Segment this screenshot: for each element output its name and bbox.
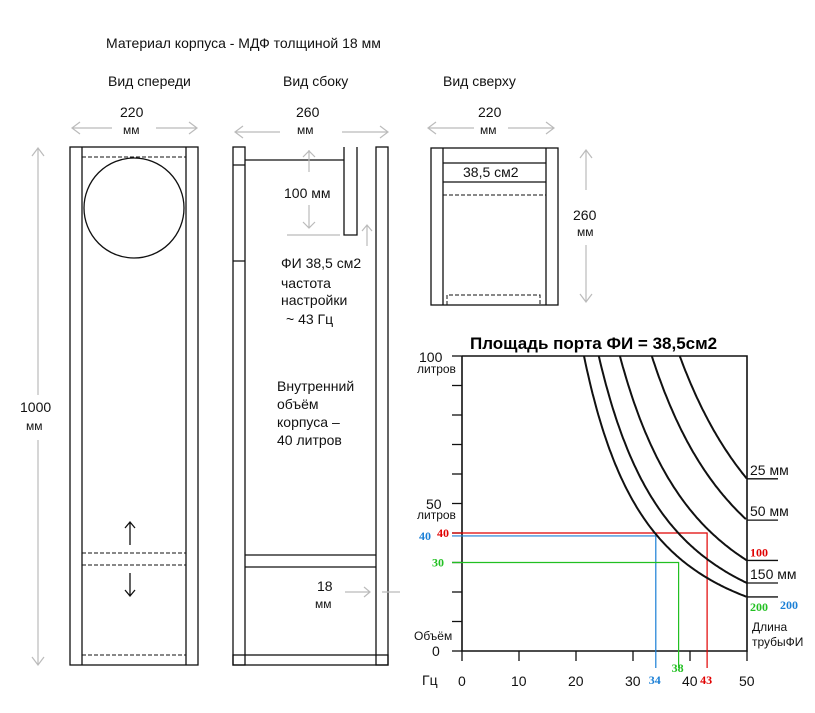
freq-marker-label: 38 (672, 661, 684, 675)
curve-3 (597, 355, 748, 584)
front-side-walls (81, 147, 187, 665)
depth-arrow-icon (234, 125, 389, 139)
front-height-unit: мм (26, 419, 43, 433)
back-wall (375, 146, 389, 666)
top-depth-label: 260 (573, 207, 597, 223)
guide-line (452, 561, 680, 668)
y-label-mid-unit: литров (417, 508, 456, 522)
side-view-title: Вид сбоку (283, 73, 348, 89)
volume-marker-label: 40 (419, 529, 431, 543)
curve-label: 100 (750, 545, 768, 559)
top-hidden-lines (443, 194, 546, 305)
curve-label: 200 (750, 600, 768, 614)
port-length-arrow-icon (287, 150, 373, 246)
volume-note: объём (277, 396, 319, 412)
width-arrow-icon (71, 121, 198, 135)
port-area-label: 38,5 см2 (463, 164, 519, 180)
top-inner-lines (442, 148, 547, 305)
chart-axes (461, 355, 748, 652)
freq-marker-label: 34 (649, 673, 661, 687)
top-width-unit: мм (480, 123, 497, 137)
port-note: ФИ 38,5 см2 (281, 255, 361, 271)
top-outline (430, 147, 559, 306)
side-view: Вид сбоку 260 мм 100 мм ФИ 38,5 см2 част… (232, 73, 400, 666)
port-note: настройки (281, 292, 347, 308)
y-axis-title: Объём (414, 629, 452, 643)
front-width-unit: мм (123, 123, 140, 137)
x-tick-label: 40 (682, 673, 698, 689)
top-width-arrow-icon (427, 121, 555, 135)
x-tick-label: 50 (739, 673, 755, 689)
front-height-label: 1000 (20, 399, 51, 415)
bottom-panel (232, 654, 389, 666)
port-note: ~ 43 Гц (286, 311, 333, 327)
chart-title: Площадь порта ФИ = 38,5см2 (470, 334, 717, 353)
curve-2 (618, 355, 748, 562)
front-view: Вид спереди 220 мм 1000 мм (20, 73, 199, 666)
thickness-label: 18 (317, 578, 333, 594)
y-label-top-unit: литров (417, 362, 456, 376)
curve-4 (583, 355, 747, 598)
thickness-arrow-icon (345, 586, 400, 598)
top-depth-unit: мм (577, 225, 594, 239)
legend-title: Длина (752, 620, 787, 634)
curve-label: 50 мм (750, 503, 789, 519)
x-tick-label: 10 (511, 673, 527, 689)
freq-marker-label: 43 (700, 673, 712, 687)
legend-title: трубыФИ (752, 635, 803, 649)
port-length-label: 100 мм (284, 185, 331, 201)
port-chart: Площадь порта ФИ = 38,5см2 100 литров 50… (414, 334, 803, 689)
curve-label-blue: 200 (780, 598, 798, 612)
port-and-shelf (245, 147, 376, 568)
curve-0 (678, 355, 748, 480)
height-arrow-icon (31, 147, 45, 666)
x-tick-label: 30 (625, 673, 641, 689)
volume-note: Внутренний (277, 378, 354, 394)
side-depth-unit: мм (297, 123, 314, 137)
volume-marker-label: 30 (432, 556, 444, 570)
guide-line (452, 535, 657, 668)
y-label-top: 100 (419, 349, 443, 365)
x-tick-label: 20 (568, 673, 584, 689)
speaker-circle (83, 157, 185, 259)
y-label-mid: 50 (426, 496, 442, 512)
guide-line (452, 532, 708, 668)
side-depth-label: 260 (296, 104, 320, 120)
x-axis-title: Гц (422, 672, 438, 688)
x-tick-label: 0 (458, 673, 466, 689)
front-width-label: 220 (120, 104, 144, 120)
front-wall-marks (233, 164, 245, 262)
y-label-zero: 0 (432, 643, 440, 659)
top-depth-arrow-icon (579, 149, 593, 303)
volume-marker-label: 40 (437, 526, 449, 540)
thickness-unit: мм (315, 597, 332, 611)
curve-1 (650, 355, 747, 520)
top-view: Вид сверху 220 мм 38,5 см2 260 мм (427, 73, 597, 306)
curve-label: 150 мм (750, 566, 797, 582)
material-caption: Материал корпуса - МДФ толщиной 18 мм (106, 35, 381, 51)
volume-note: корпуса – (277, 414, 340, 430)
arrow-icon (124, 520, 136, 598)
curve-label: 25 мм (750, 462, 789, 478)
front-wall (232, 146, 246, 666)
top-width-label: 220 (478, 104, 502, 120)
front-view-title: Вид спереди (108, 73, 191, 89)
front-panel-outline (69, 146, 199, 666)
volume-note: 40 литров (277, 432, 342, 448)
port-note: частота (281, 275, 331, 291)
top-view-title: Вид сверху (443, 73, 516, 89)
front-hidden-lines (82, 156, 186, 656)
